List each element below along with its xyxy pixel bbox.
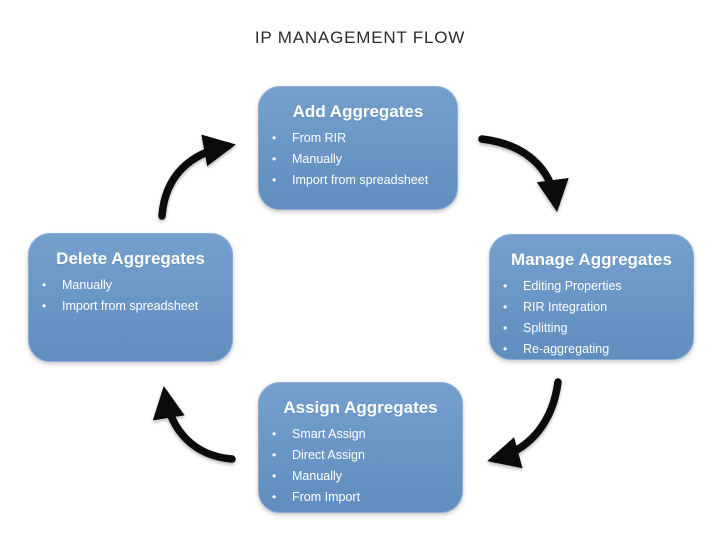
bullet-item: Smart Assign xyxy=(259,424,462,445)
bullet-item: Manually xyxy=(259,149,457,170)
node-bullet-list: From RIR Manually Import from spreadshee… xyxy=(259,128,457,191)
node-bullet-list: Editing Properties RIR Integration Split… xyxy=(490,276,693,360)
bullet-item: RIR Integration xyxy=(490,297,693,318)
bullet-item: Import from spreadsheet xyxy=(29,296,232,317)
arrow-assign-to-delete xyxy=(152,386,236,463)
node-title: Delete Aggregates xyxy=(56,249,205,268)
node-manage-aggregates: Manage Aggregates Editing Properties RIR… xyxy=(489,234,694,360)
node-bullet-list: Manually Import from spreadsheet xyxy=(29,275,232,317)
node-title: Manage Aggregates xyxy=(511,250,672,269)
bullet-item: Direct Assign xyxy=(259,445,462,466)
node-title: Assign Aggregates xyxy=(283,398,438,417)
bullet-item: Manually xyxy=(29,275,232,296)
bullet-item: Editing Properties xyxy=(490,276,693,297)
arrow-manage-to-assign xyxy=(487,378,562,469)
bullet-item: Manually xyxy=(259,466,462,487)
bullet-item: From Import xyxy=(259,487,462,508)
node-bullet-list: Smart Assign Direct Assign Manually From… xyxy=(259,424,462,508)
bullet-item: Re-aggregating xyxy=(490,339,693,360)
node-title: Add Aggregates xyxy=(292,102,424,121)
bullet-item: Import from spreadsheet xyxy=(259,170,457,191)
node-assign-aggregates: Assign Aggregates Smart Assign Direct As… xyxy=(258,382,463,513)
node-add-aggregates: Add Aggregates From RIR Manually Import … xyxy=(258,86,458,210)
page-title: IP MANAGEMENT FLOW xyxy=(254,28,466,47)
bullet-item: Splitting xyxy=(490,318,693,339)
arrow-add-to-manage xyxy=(478,135,569,212)
bullet-item: From RIR xyxy=(259,128,457,149)
arrow-delete-to-add xyxy=(158,134,236,220)
node-delete-aggregates: Delete Aggregates Manually Import from s… xyxy=(28,233,233,362)
